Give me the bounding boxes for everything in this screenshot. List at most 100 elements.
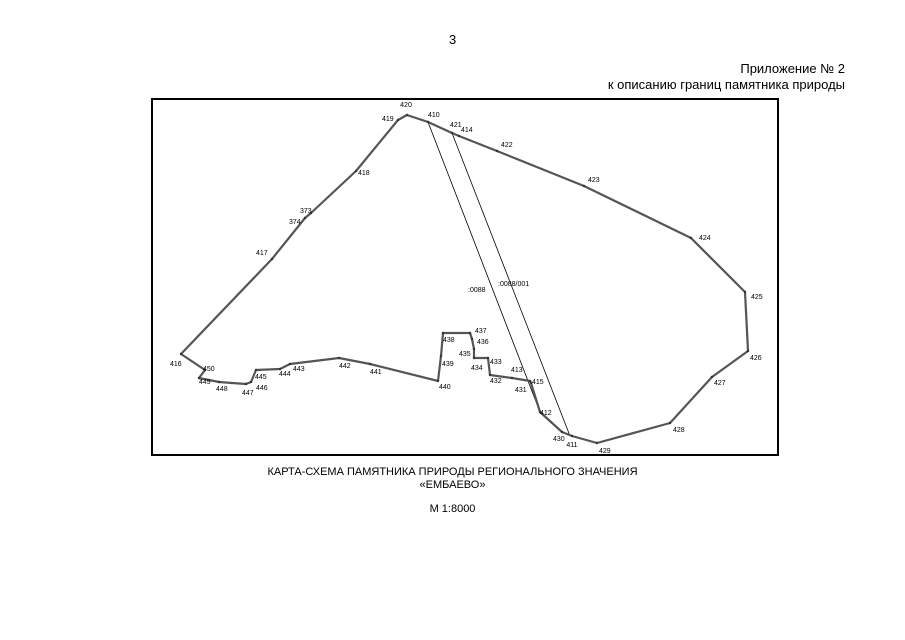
- point-marker-428: [668, 421, 672, 425]
- point-label-425: 425: [751, 294, 763, 301]
- point-marker-420: [405, 113, 409, 117]
- point-label-410: 410: [428, 112, 440, 119]
- point-marker-442: [337, 356, 341, 360]
- point-label-414: 414: [461, 127, 473, 134]
- parcel-line-2: [451, 132, 571, 437]
- point-label-416: 416: [170, 361, 182, 368]
- point-marker-414: [457, 134, 461, 138]
- point-marker-411: [570, 434, 574, 438]
- point-marker-443: [288, 362, 292, 366]
- map-scale: М 1:8000: [429, 503, 476, 515]
- point-label-430: 430: [553, 436, 565, 443]
- point-marker-446: [249, 380, 253, 384]
- point-marker-373: [309, 211, 313, 215]
- map-caption: КАРТА-СХЕМА ПАМЯТНИКА ПРИРОДЫ РЕГИОНАЛЬН…: [0, 466, 905, 492]
- point-marker-437: [468, 331, 472, 335]
- appendix-subtitle: к описанию границ памятника природы: [607, 77, 845, 92]
- point-label-411: 411: [566, 442, 577, 449]
- point-label-413: 413: [511, 367, 523, 374]
- point-marker-424: [689, 236, 693, 240]
- point-marker-412: [538, 410, 542, 414]
- point-label-445: 445: [255, 374, 267, 381]
- point-label-419: 419: [382, 116, 394, 123]
- point-label-449: 449: [199, 379, 211, 386]
- monument-boundary: [179, 113, 750, 445]
- point-marker-426: [746, 349, 750, 353]
- point-label-427: 427: [714, 380, 726, 387]
- point-label-443: 443: [293, 366, 305, 373]
- point-marker-410: [426, 120, 430, 124]
- point-label-428: 428: [673, 427, 685, 434]
- caption-name: «ЕМБАЕВО»: [419, 479, 486, 491]
- point-label-432: 432: [490, 378, 502, 385]
- point-marker-435: [472, 347, 476, 351]
- point-label-421: 421: [450, 122, 462, 129]
- point-marker-429: [595, 441, 599, 445]
- point-label-417: 417: [256, 250, 268, 257]
- point-marker-415: [528, 379, 532, 383]
- point-marker-427: [710, 375, 714, 379]
- point-marker-441: [368, 362, 372, 366]
- point-marker-450: [203, 368, 207, 372]
- point-marker-416: [179, 352, 183, 356]
- point-label-444: 444: [279, 371, 291, 378]
- appendix-header: Приложение № 2 к описанию границ памятни…: [608, 61, 845, 93]
- point-marker-444: [278, 367, 282, 371]
- point-label-418: 418: [358, 170, 370, 177]
- caption-title: КАРТА-СХЕМА ПАМЯТНИКА ПРИРОДЫ РЕГИОНАЛЬН…: [267, 466, 638, 478]
- point-label-426: 426: [750, 355, 762, 362]
- point-marker-422: [495, 149, 499, 153]
- point-marker-423: [582, 184, 586, 188]
- point-marker-417: [270, 257, 274, 261]
- point-marker-440: [436, 379, 440, 383]
- point-label-415: 415: [532, 379, 544, 386]
- point-label-423: 423: [588, 177, 600, 184]
- point-label-437: 437: [475, 328, 487, 335]
- point-marker-449: [197, 376, 201, 380]
- point-label-412: 412: [540, 410, 552, 417]
- point-marker-448: [217, 380, 221, 384]
- point-label-450: 450: [203, 366, 215, 373]
- point-label-447: 447: [242, 390, 254, 397]
- point-label-422: 422: [501, 142, 513, 149]
- point-label-448: 448: [216, 386, 228, 393]
- point-marker-433: [486, 356, 490, 360]
- point-label-441: 441: [370, 369, 382, 376]
- point-label-440: 440: [439, 384, 451, 391]
- point-label-446: 446: [256, 385, 268, 392]
- point-marker-445: [254, 368, 258, 372]
- point-marker-421: [450, 131, 454, 135]
- point-label-433: 433: [490, 359, 502, 366]
- parcel-line-1: [427, 121, 541, 413]
- point-label-439: 439: [442, 361, 454, 368]
- appendix-title: Приложение № 2: [740, 61, 845, 76]
- point-label-420: 420: [400, 102, 412, 109]
- point-label-373: 373: [300, 208, 312, 215]
- point-label-424: 424: [699, 235, 711, 242]
- point-label-436: 436: [477, 339, 489, 346]
- parcel-label-1: :0088: [468, 287, 486, 294]
- point-label-438: 438: [443, 337, 455, 344]
- point-marker-439: [439, 354, 443, 358]
- point-label-434: 434: [471, 365, 483, 372]
- point-label-442: 442: [339, 363, 351, 370]
- point-label-374: 374: [289, 219, 301, 226]
- point-marker-431: [529, 381, 533, 385]
- point-marker-438: [441, 331, 445, 335]
- point-marker-432: [488, 373, 492, 377]
- parcel-label-2: :0088/001: [498, 281, 529, 288]
- point-marker-430: [560, 430, 564, 434]
- page-number: 3: [449, 32, 457, 47]
- point-marker-418: [354, 169, 358, 173]
- point-marker-447: [244, 382, 248, 386]
- point-marker-413: [510, 376, 514, 380]
- point-marker-436: [470, 337, 474, 341]
- point-marker-419: [396, 118, 400, 122]
- point-label-431: 431: [515, 387, 527, 394]
- point-marker-425: [743, 290, 747, 294]
- point-label-435: 435: [459, 351, 471, 358]
- point-marker-374: [303, 216, 307, 220]
- point-label-429: 429: [599, 448, 611, 454]
